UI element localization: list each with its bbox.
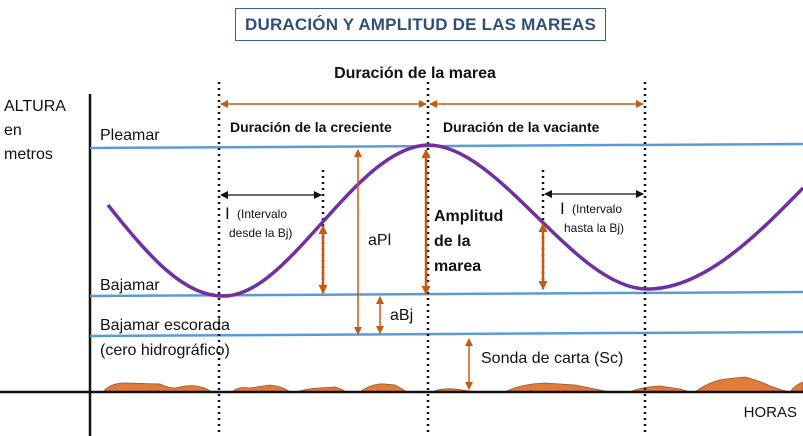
interval-left-text1: (Intervalo	[237, 207, 287, 221]
pleamar-line	[89, 142, 803, 150]
tide-curve	[106, 143, 803, 298]
interval-right-text2: hasta la Bj)	[564, 221, 624, 235]
y-axis-label-line3: metros	[4, 146, 53, 163]
amplitud-line3: marea	[434, 258, 481, 275]
pleamar-label: Pleamar	[100, 127, 160, 144]
apl-label: aPl	[368, 232, 391, 249]
x-axis-label: HORAS	[744, 404, 797, 421]
y-axis-label-line2: en	[4, 122, 22, 139]
y-axis-label-line1: ALTURA	[4, 98, 66, 115]
cero-hidrografico-label: (cero hidrográfico)	[100, 342, 230, 359]
seabed	[102, 376, 803, 393]
duration-title: Duración de la marea	[334, 65, 496, 82]
amplitud-line2: de la	[434, 233, 471, 250]
interval-left-symbol: I	[225, 204, 230, 223]
duracion-vaciante-label: Duración de la vaciante	[443, 119, 600, 135]
diagram-title: DURACIÓN Y AMPLITUD DE LAS MAREAS	[244, 14, 597, 34]
abj-label: aBj	[390, 307, 413, 324]
bajamar-label: Bajamar	[100, 277, 160, 294]
interval-right-text1: (Intervalo	[572, 202, 622, 216]
title-box: DURACIÓN Y AMPLITUD DE LAS MAREAS	[235, 8, 606, 41]
amplitud-line1: Amplitud	[434, 208, 503, 225]
bajamar-escorada-label: Bajamar escorada	[100, 317, 230, 334]
interval-right-symbol: I	[560, 199, 565, 218]
bajamar-escorada-line	[89, 330, 803, 338]
bajamar-line	[89, 290, 803, 298]
interval-left-text2: desde la Bj)	[229, 226, 292, 240]
sonda-label: Sonda de carta (Sc)	[481, 350, 623, 367]
duracion-creciente-label: Duración de la creciente	[230, 119, 392, 135]
